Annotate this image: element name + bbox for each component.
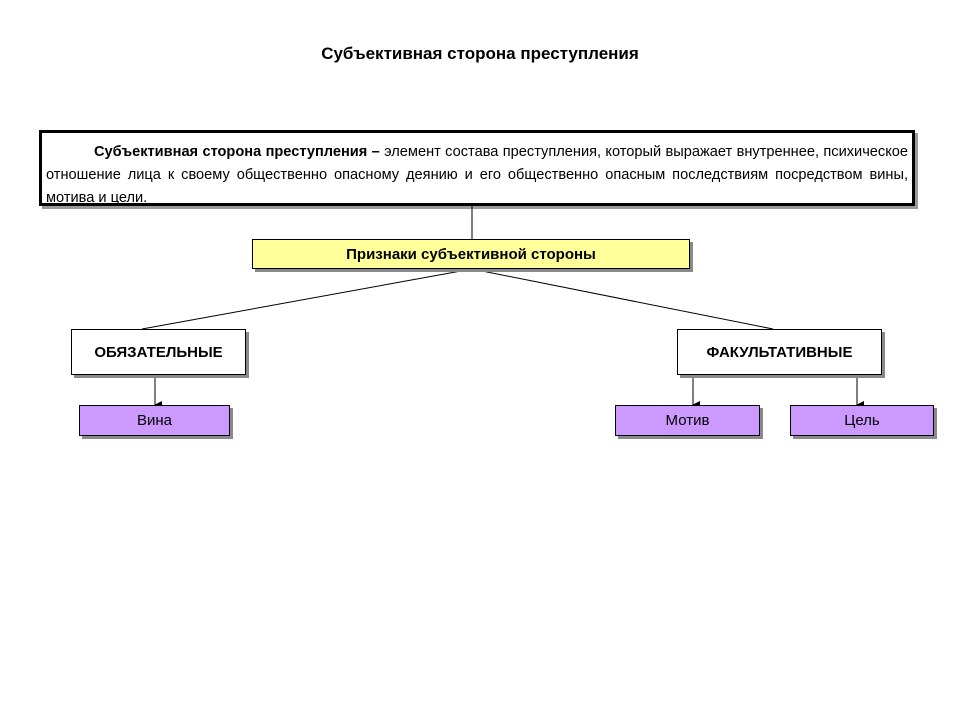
definition-box: Субъективная сторона преступления – элем…	[39, 130, 915, 206]
connector-signs-to-mandatory	[141, 268, 473, 330]
motive-box: Мотив	[615, 405, 760, 436]
optional-box: ФАКУЛЬТАТИВНЫЕ	[677, 329, 882, 375]
goal-box: Цель	[790, 405, 934, 436]
guilt-box: Вина	[79, 405, 230, 436]
definition-text: элемент состава преступления, который вы…	[46, 144, 909, 206]
signs-box: Признаки субъективной стороны	[252, 239, 690, 269]
mandatory-box: ОБЯЗАТЕЛЬНЫЕ	[71, 329, 246, 375]
page-title: Субъективная сторона преступления	[321, 44, 639, 63]
definition-term: Субъективная сторона преступления –	[94, 144, 380, 160]
connector-signs-to-optional	[471, 268, 774, 330]
